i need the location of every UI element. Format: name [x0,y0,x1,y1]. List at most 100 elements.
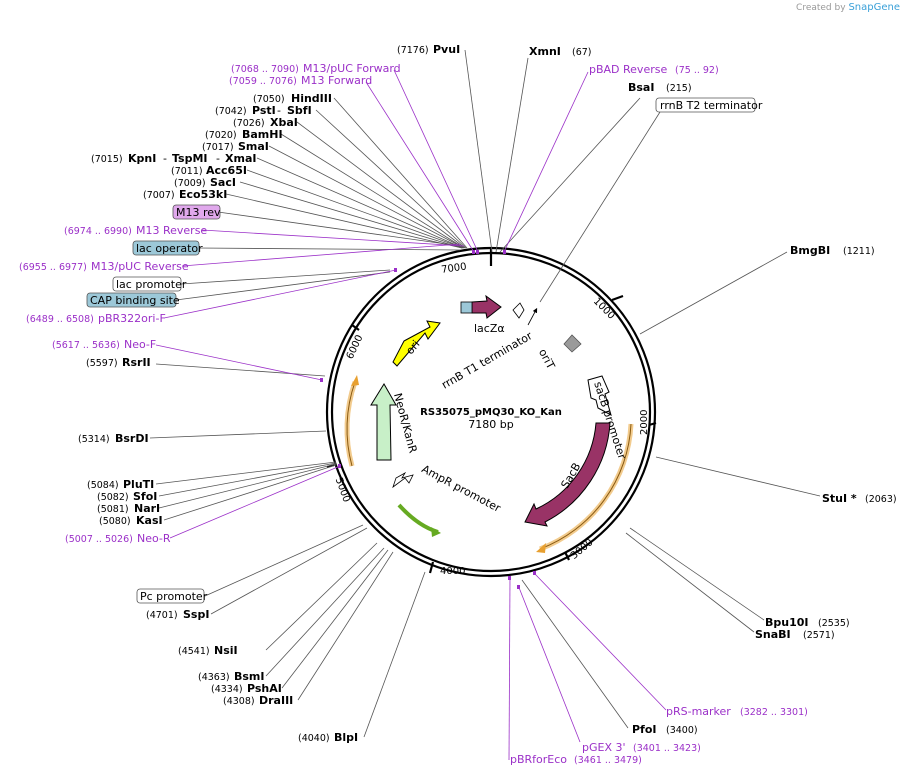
stui-position: (2063) [865,494,897,505]
bmgbi-site[interactable]: BmgBI [790,244,830,257]
nsii-position: (4541) [178,646,210,657]
tick-label-5000: 5000 [333,476,352,504]
tick-label-7000: 7000 [441,261,468,275]
sacb-feature[interactable] [524,422,611,527]
rsrii-site[interactable]: RsrII [122,356,151,369]
xbai-site[interactable]: XbaI [270,116,298,129]
rrnb-t2-arrow-icon [527,307,538,326]
bsmi-position: (4363) [198,672,230,683]
tick-label-2000: 2000 [639,410,650,435]
rsrii-position: (5597) [86,358,118,369]
xmai-site[interactable]: XmaI [225,152,256,165]
saci-position: (7009) [174,178,206,189]
m13-forward-position: (7059 .. 7076) [229,76,297,87]
lacz-alpha-feature[interactable] [471,294,502,319]
svg-text:-: - [163,152,167,165]
lac-operator-box[interactable] [132,240,200,256]
lac-promoter-box[interactable] [112,276,182,292]
xmni-position: (67) [572,47,592,58]
lac-operator-mark [460,301,473,314]
blpi-position: (4040) [298,733,330,744]
pgex3-position: (3401 .. 3423) [633,743,701,754]
kasi-site[interactable]: KasI [136,514,163,527]
neor-kanr-label: NeoR/KanR [391,392,420,455]
pluti-position: (5084) [87,480,119,491]
acc65i-site[interactable]: Acc65I [206,164,247,177]
sspi-site[interactable]: SspI [183,608,209,621]
xbai-position: (7026) [233,118,265,129]
bpu10i-position: (2535) [818,618,850,629]
pgex3-primer[interactable]: pGEX 3' [582,741,626,754]
m13-reverse-position: (6974 .. 6990) [64,226,132,237]
primer-marks [320,250,536,589]
eco53ki-site[interactable]: Eco53kI [179,188,227,201]
bsmi-site[interactable]: BsmI [234,670,265,683]
pbr322ori-position: (6489 .. 6508) [26,314,94,325]
rrnb-t2-terminator-box[interactable] [655,97,756,113]
svg-text:-: - [216,152,220,165]
snabi-site[interactable]: SnaBI [755,628,791,641]
nsii-site[interactable]: NsiI [214,644,238,657]
orit-feature[interactable] [563,334,582,353]
sacb-promoter-feature[interactable] [587,375,612,417]
m13puc-forward-primer[interactable]: M13/pUC Forward [303,62,401,75]
m13-rev-box[interactable] [172,204,221,220]
lac-promoter-label: lac promoter [116,278,187,291]
snabi-position: (2571) [803,630,835,641]
svg-text:-: - [277,104,281,117]
neo-r-primer[interactable]: Neo-R [137,532,171,545]
rrnb-t1-terminator-label: rrnB T1 terminator [439,329,535,392]
draiii-site[interactable]: DraIII [259,694,293,707]
cap-binding-site-box[interactable] [86,292,177,308]
ori-feature[interactable] [392,320,441,367]
rrnb-t1-terminator-icon [512,302,525,319]
pfoi-site[interactable]: PfoI [632,723,657,736]
pbr322ori-primer[interactable]: pBR322ori-F [98,312,166,325]
bamhi-site[interactable]: BamHI [242,128,283,141]
tspmi-site[interactable]: TspMI [172,152,208,165]
stui-site[interactable]: StuI * [822,492,857,505]
hindiii-site[interactable]: HindIII [291,92,332,105]
pbrforeco-primer[interactable]: pBRforEco [510,753,567,766]
saci-site[interactable]: SacI [210,176,236,189]
sfoi-site[interactable]: SfoI [133,490,157,503]
xmni-site[interactable]: XmnI [529,45,561,58]
prs-marker-position: (3282 .. 3301) [740,707,808,718]
nari-site[interactable]: NarI [134,502,160,515]
psti-site[interactable]: PstI [252,104,276,117]
pluti-site[interactable]: PluTI [123,478,154,491]
smai-site[interactable]: SmaI [238,140,269,153]
blpi-site[interactable]: BlpI [334,731,358,744]
pbrforeco-position: (3461 .. 3479) [574,755,642,766]
ampr-promoter-label: AmpR promoter [420,462,504,515]
m13-reverse-primer[interactable]: M13 Reverse [136,224,207,237]
pvui-site[interactable]: PvuI [433,43,460,56]
pbad-reverse-primer[interactable]: pBAD Reverse [589,63,667,76]
snapgene-logo-text: SnapGene [848,2,900,13]
bpu10i-site[interactable]: Bpu10I [765,616,809,629]
tick-label-6000: 6000 [345,333,366,361]
eco53ki-position: (7007) [143,190,175,201]
m13puc-reverse-primer[interactable]: M13/pUC Reverse [91,260,189,273]
nari-position: (5081) [97,504,129,515]
m13-forward-primer[interactable]: M13 Forward [301,74,372,87]
prs-marker-primer[interactable]: pRS-marker [666,705,731,718]
neor-kanr-feature[interactable] [370,383,397,461]
acc65i-position: (7011) [171,166,203,177]
smai-position: (7017) [202,142,234,153]
pshai-site[interactable]: PshAI [247,682,282,695]
bsrdi-site[interactable]: BsrDI [115,432,149,445]
neo-f-primer[interactable]: Neo-F [124,338,156,351]
pc-promoter-box[interactable] [136,588,205,604]
sspi-position: (4701) [146,610,178,621]
rrnb-t2-terminator-label: rrnB T2 terminator [660,99,763,112]
kasi-position: (5080) [99,516,131,527]
bsai-site[interactable]: BsaI [628,81,654,94]
draiii-position: (4308) [223,696,255,707]
sbfi-site[interactable]: SbfI [287,104,312,117]
pfoi-position: (3400) [666,725,698,736]
tick-marks [326,248,657,574]
m13-rev-label: M13 rev [176,206,221,219]
bmgbi-position: (1211) [843,246,875,257]
kpni-site[interactable]: KpnI [128,152,156,165]
